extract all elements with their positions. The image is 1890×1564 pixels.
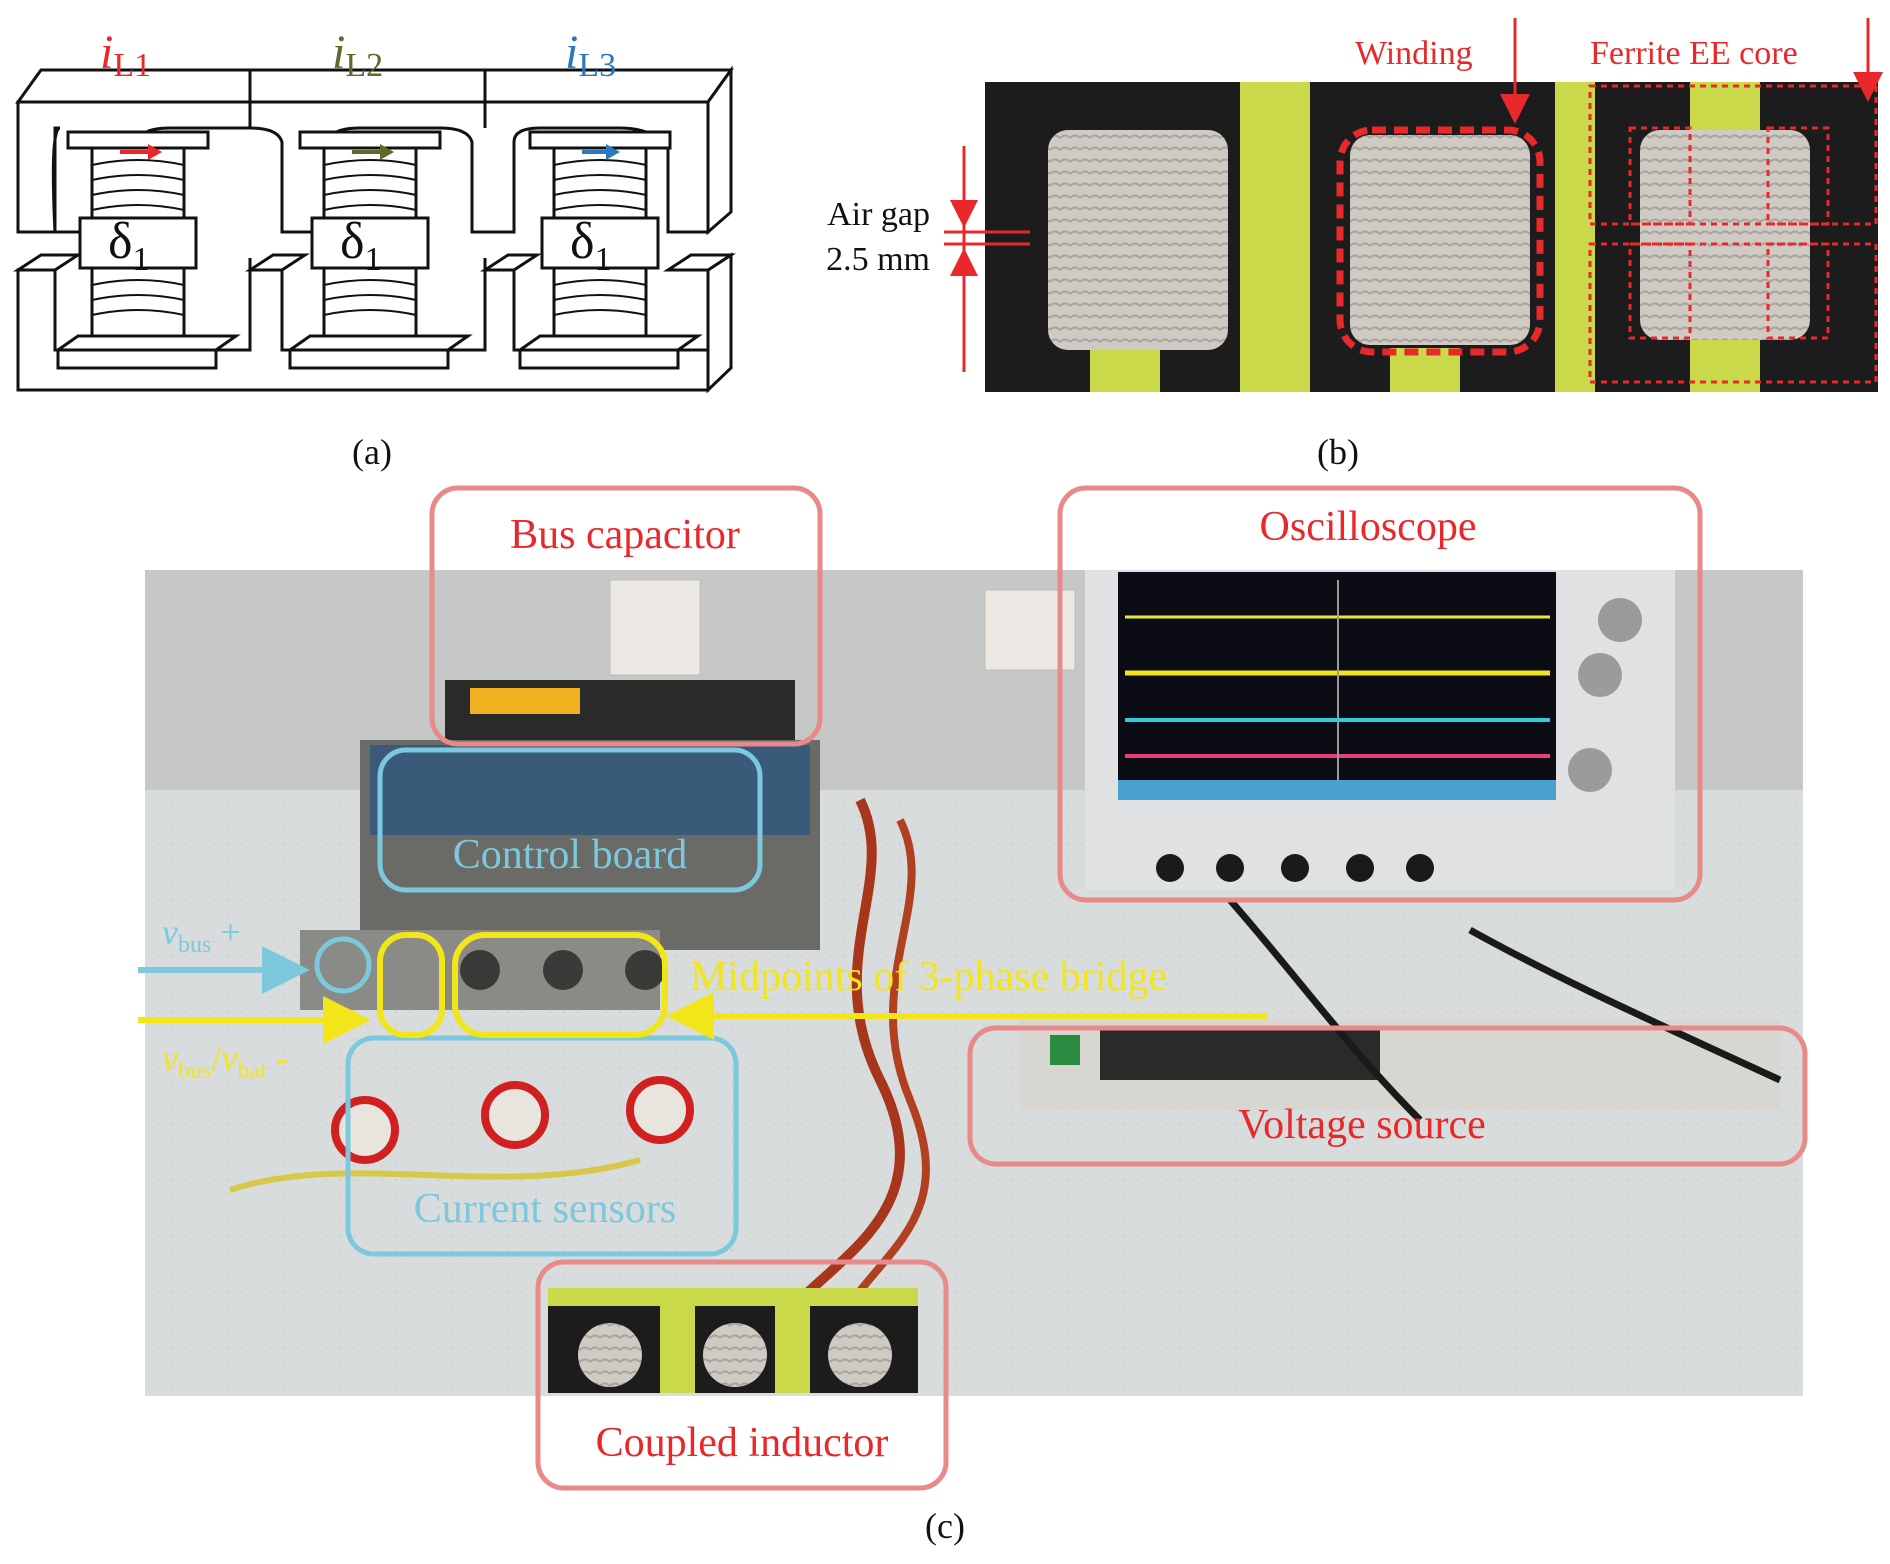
panel-a-schematic <box>12 65 737 394</box>
control-board-box <box>377 747 763 893</box>
caption-a: (a) <box>352 432 392 472</box>
gap-label-2: δ1 <box>340 213 382 278</box>
bus-capacitor-box <box>429 485 823 747</box>
oscilloscope-box <box>1057 485 1703 903</box>
vbus-vbat-minus-label: vbus/vbat - <box>162 1038 288 1084</box>
current-label-3: iL3 <box>565 26 616 84</box>
winding-highlight <box>1336 126 1544 356</box>
voltage-source-box <box>967 1025 1808 1167</box>
vbus-minus-terminal <box>377 932 445 1038</box>
panel-c-annotations <box>138 485 1808 1491</box>
leg-1 <box>53 130 241 370</box>
gap-label-3: δ1 <box>570 213 612 278</box>
leg-2 <box>285 130 473 370</box>
gap-label-1: δ1 <box>108 213 150 278</box>
winding-left <box>1048 130 1228 350</box>
winding-label: Winding <box>1355 35 1473 72</box>
core-label: Ferrite EE core <box>1590 35 1798 72</box>
caption-b: (b) <box>1317 432 1359 472</box>
current-label-1: iL1 <box>100 26 151 84</box>
vbus-plus-terminal <box>314 936 372 994</box>
midpoints-label: Midpoints of 3-phase bridge <box>690 954 1167 1000</box>
winding-right <box>1640 130 1810 340</box>
coupled-inductor-label: Coupled inductor <box>596 1420 889 1466</box>
panel-c-photo <box>145 570 1803 1396</box>
air-gap-value: 2.5 mm <box>826 241 930 278</box>
panel-b-photo <box>985 82 1878 392</box>
leg-3 <box>515 130 703 370</box>
vbus-plus-label: vbus + <box>162 912 241 958</box>
voltage-source-label: Voltage source <box>1238 1102 1486 1148</box>
air-gap-label: Air gap <box>827 196 930 233</box>
current-sensors-label: Current sensors <box>414 1186 676 1232</box>
air-gap-dimension <box>944 146 1030 372</box>
bus-capacitor-label: Bus capacitor <box>510 512 740 558</box>
coupled-inductor-box <box>535 1259 949 1491</box>
core-outline <box>1588 84 1878 384</box>
oscilloscope-label: Oscilloscope <box>1260 504 1477 550</box>
control-board-label: Control board <box>453 832 687 878</box>
core-side-face-lower <box>706 252 733 394</box>
midpoints-box <box>452 932 668 1038</box>
winding-mid <box>1350 135 1530 345</box>
current-label-2: iL2 <box>332 26 383 84</box>
caption-c: (c) <box>925 1506 965 1546</box>
